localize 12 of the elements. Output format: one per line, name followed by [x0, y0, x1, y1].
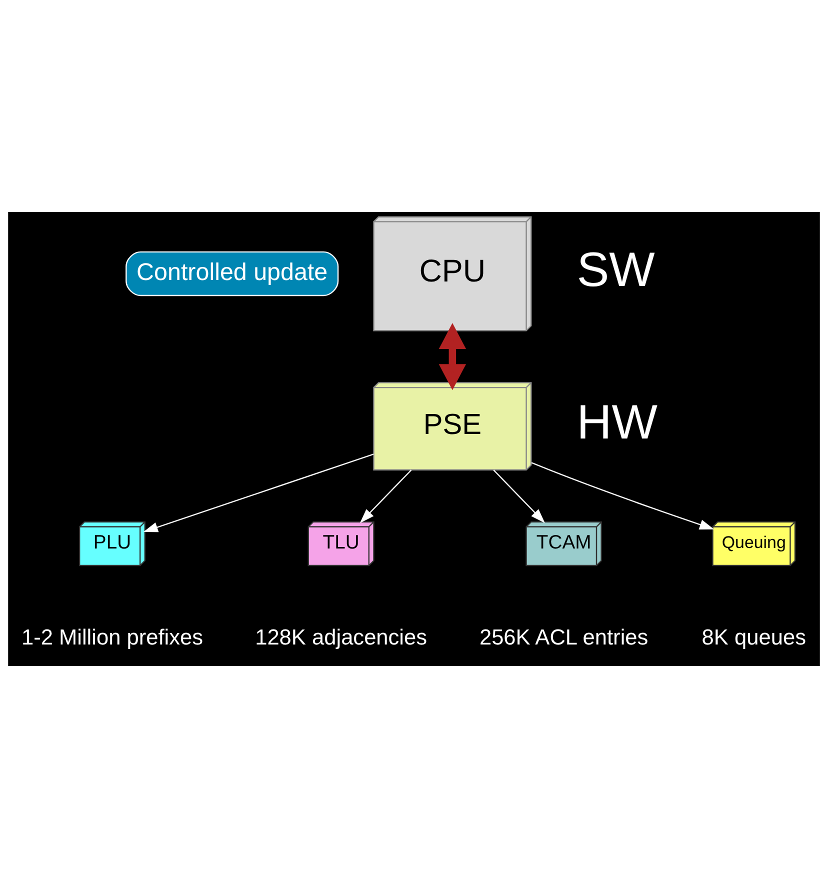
node-label: 128K adjacencies	[255, 624, 428, 650]
arrow	[493, 470, 545, 524]
arrow	[531, 462, 714, 530]
node-label: 8K queues	[702, 624, 806, 650]
node-label: 256K ACL entries	[479, 624, 648, 650]
arrow	[360, 470, 412, 524]
arrow	[438, 323, 466, 390]
node-label: 1-2 Million prefixes	[21, 624, 204, 650]
node-box: Controlled update	[126, 251, 339, 296]
label: HW	[576, 395, 658, 450]
arrow	[143, 454, 374, 532]
label: SW	[576, 242, 655, 297]
